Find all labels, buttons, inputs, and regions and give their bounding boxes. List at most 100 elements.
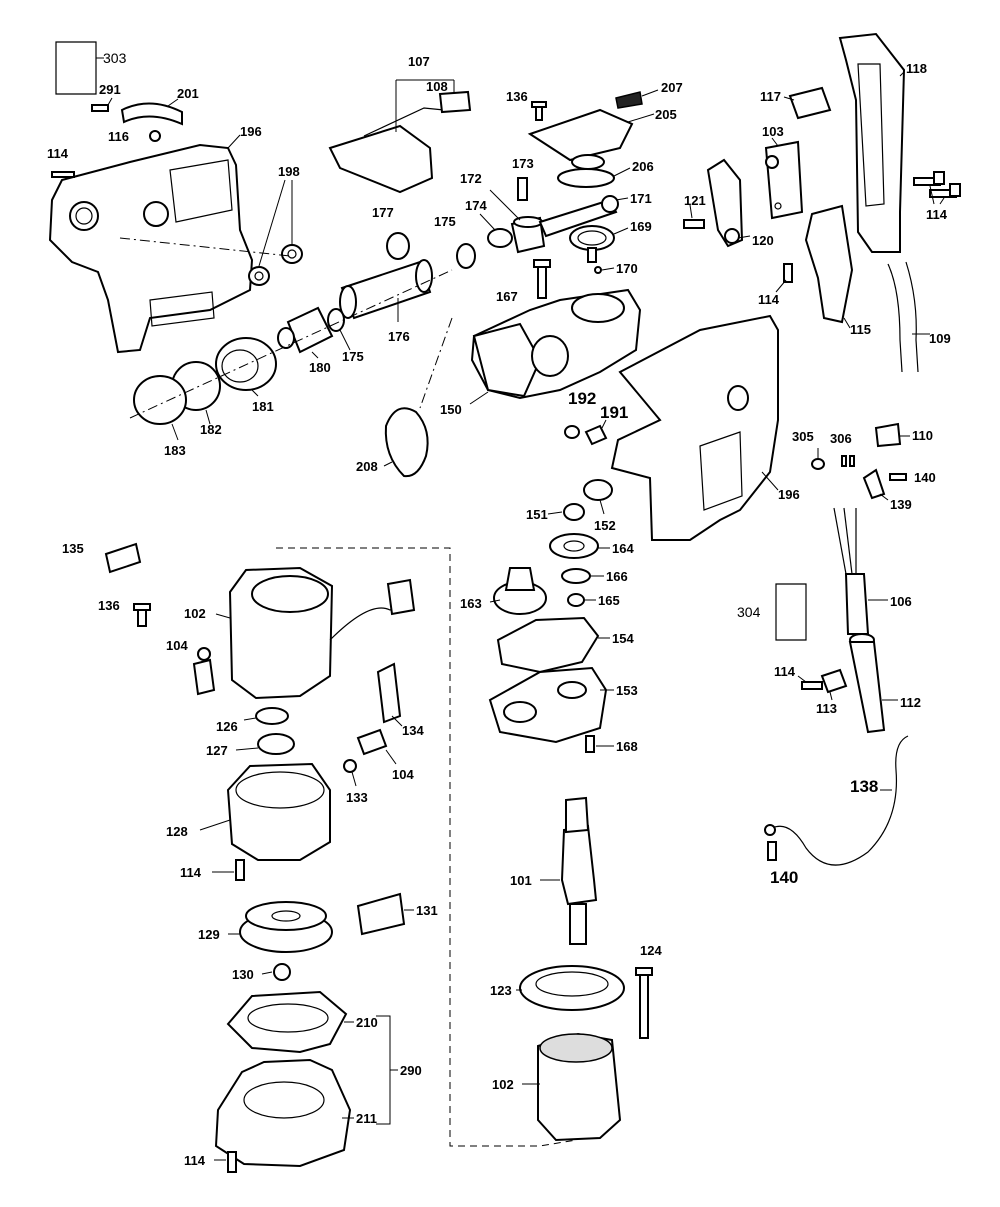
callout-110: 110 [912,428,933,443]
clutch-181 [215,337,277,397]
switch-unit-107 [328,79,472,194]
callout-174: 174 [465,198,487,213]
gear-164 [549,533,610,559]
callout-104b: 104 [392,767,414,782]
callout-115: 115 [850,322,871,337]
o-ring-192 [564,425,580,439]
connecting-rod-171 [538,195,629,238]
o-ring-175a [456,243,476,269]
callout-109: 109 [929,331,951,346]
callout-205: 205 [655,107,677,122]
screw-114e [212,859,245,881]
screw-114a [51,171,75,178]
brush-cover-128 [199,762,331,861]
bearing-165 [567,593,596,607]
cord-clip-113 [820,668,848,701]
gasket-208 [383,317,453,478]
callout-114b: 114 [926,207,948,222]
callout-177: 177 [372,205,394,220]
callout-102b: 102 [492,1077,514,1092]
callout-114d: 114 [774,664,796,679]
armature-101 [540,796,598,945]
callout-116: 116 [108,129,129,144]
callout-106: 106 [890,594,912,609]
pin-173 [517,177,528,201]
callout-120: 120 [752,233,774,248]
callout-303: 303 [103,50,127,66]
label-sheet-304 [775,583,807,641]
bearing-sleeve-127 [235,733,295,755]
callout-176: 176 [388,329,410,344]
callout-196a: 196 [240,124,262,139]
end-cap-211 [214,1058,354,1168]
piston-172 [489,189,546,254]
screw-121 [683,204,705,229]
cover-plate-205 [527,108,655,170]
terminal-139 [862,468,889,501]
callout-136a: 136 [506,89,528,104]
callout-118: 118 [906,61,927,76]
callout-154: 154 [612,631,634,646]
washer-170 [594,266,615,274]
seal-198 [248,179,303,286]
spacer-166 [561,568,604,584]
callout-201: 201 [177,86,199,101]
callout-133: 133 [346,790,368,805]
brush-holder-135 [104,542,142,574]
callout-130: 130 [232,967,254,982]
intermediate-plate-153 [488,666,614,744]
wire-leads-109 [887,261,930,373]
callout-102a: 102 [184,606,206,621]
callout-198: 198 [278,164,300,179]
screw-140b [767,841,777,861]
screw-291 [91,97,113,112]
field-102 [522,1032,622,1142]
callout-117: 117 [760,89,781,104]
callout-181: 181 [252,399,274,414]
callout-168: 168 [616,739,638,754]
callout-305: 305 [792,429,814,444]
o-ring-206 [557,167,631,188]
callout-140b: 140 [770,868,798,887]
brush-104b [356,728,397,765]
dashed-motor-outline [276,547,577,1147]
callout-114e: 114 [180,865,202,880]
callout-140a: 140 [914,470,936,485]
clip-120 [706,158,751,248]
baffle-123 [516,965,625,1011]
callout-166: 166 [606,569,628,584]
gasket-154 [496,616,610,674]
bearing-151 [547,503,585,521]
nut-133 [343,759,357,787]
callout-126: 126 [216,719,238,734]
screw-167 [533,259,551,299]
motor-frame-102 [215,566,416,700]
screw-136b [133,603,151,627]
bearing-152 [583,479,613,515]
cap-207 [615,89,659,109]
callout-175b: 175 [342,349,364,364]
callout-139: 139 [890,497,912,512]
callout-129: 129 [198,927,220,942]
callout-112: 112 [900,695,921,710]
callout-210: 210 [356,1015,378,1030]
cord-guard-112 [848,633,898,734]
screw-168 [585,735,614,753]
fan-129 [228,901,333,953]
ring-174 [479,213,513,248]
cylinder-176 [339,259,433,322]
callout-182: 182 [200,422,222,437]
callout-138: 138 [850,777,878,796]
callout-304: 304 [737,604,761,620]
screw-124 [635,967,653,1039]
brush-holder-134 [376,662,403,727]
o-ring-177 [386,232,410,260]
callout-150: 150 [440,402,462,417]
cord-clamp-110 [874,422,910,448]
callout-123: 123 [490,983,512,998]
callout-152: 152 [594,518,616,533]
gear-housing-196 [48,134,254,354]
callout-107: 107 [408,54,430,69]
bearing-126 [243,707,289,725]
